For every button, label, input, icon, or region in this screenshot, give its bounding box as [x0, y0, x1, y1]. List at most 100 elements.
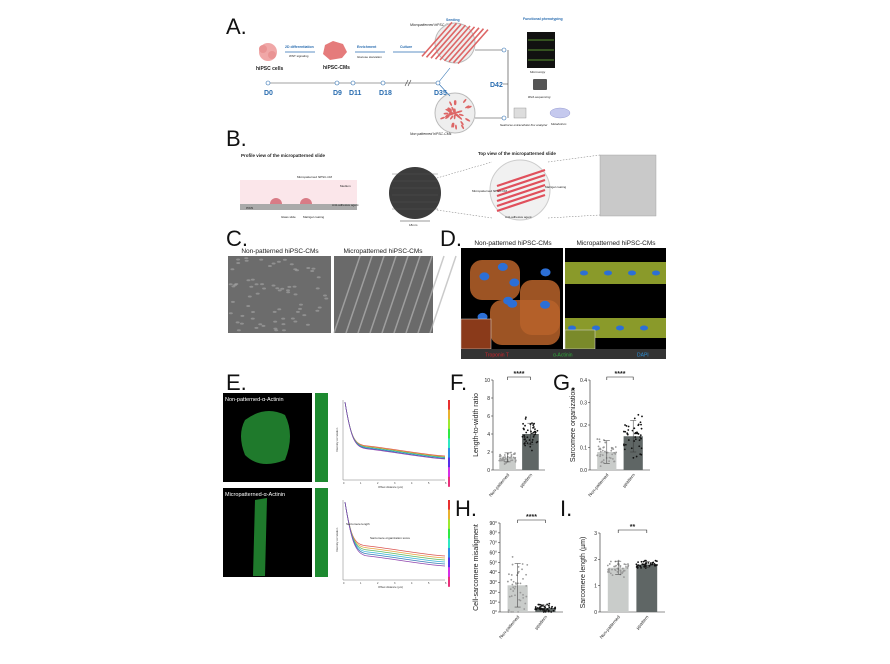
e-cell-shape-2	[253, 498, 267, 576]
dish-stripe	[425, 22, 458, 58]
data-point	[547, 604, 550, 607]
panel-label-b: B.	[226, 126, 247, 151]
error-bar	[630, 420, 637, 453]
data-point	[611, 453, 614, 456]
data-point	[644, 563, 646, 566]
x-tick: 0	[343, 482, 345, 485]
micropattern-stripe	[496, 178, 546, 198]
cell-texture	[280, 287, 285, 290]
data-point	[614, 453, 617, 455]
data-point	[511, 459, 514, 462]
dish-cell	[453, 100, 456, 106]
micropattern-stripe	[496, 173, 546, 193]
cell-texture	[281, 329, 286, 332]
data-point	[531, 441, 534, 444]
dish-cell	[443, 112, 449, 115]
panel-a-workflow: hiPSC cells hiPSC-CMs 2D differentiation…	[256, 17, 571, 136]
data-point	[522, 596, 525, 599]
significance-label: **	[630, 524, 636, 531]
data-point	[536, 429, 539, 432]
micropattern-stripe	[496, 188, 546, 208]
glass-slide	[240, 204, 357, 210]
matrigel-label-top: Matrigel coating	[545, 185, 567, 189]
data-point	[613, 565, 615, 568]
data-point	[640, 447, 643, 450]
data-point	[503, 458, 506, 461]
data-point	[512, 456, 515, 459]
data-point	[622, 567, 624, 570]
nucleus	[628, 270, 636, 276]
data-point	[551, 605, 553, 608]
data-point	[608, 460, 611, 463]
data-point	[598, 438, 601, 441]
data-point	[639, 453, 642, 456]
data-point	[511, 583, 514, 586]
metabolism-label: Metabolism	[551, 122, 567, 126]
data-point	[634, 432, 636, 435]
cell-texture	[250, 317, 255, 320]
cell-texture	[286, 291, 291, 294]
dish-cell	[447, 110, 453, 113]
data-point	[599, 465, 602, 468]
slide-zoom-view	[489, 159, 551, 221]
data-point	[610, 449, 613, 452]
data-point	[514, 460, 517, 463]
dish-cell	[453, 114, 456, 120]
dish-cell	[465, 118, 471, 122]
e-bottom-title: Micropatterned-α-Actinin	[225, 492, 285, 498]
data-point	[596, 454, 599, 457]
correlation-curve	[344, 401, 446, 457]
data-point	[599, 453, 602, 456]
data-point	[627, 565, 629, 568]
top-title: Top view of the micropatterned slide	[478, 151, 556, 156]
cell-texture	[254, 326, 259, 329]
correlation-curve	[344, 501, 446, 561]
data-point	[623, 443, 625, 446]
data-point	[611, 458, 614, 460]
data-point	[598, 440, 601, 443]
data-point	[609, 572, 612, 575]
data-point	[623, 563, 626, 566]
data-point	[508, 595, 511, 598]
dish-cell	[447, 107, 452, 111]
y-tick-label: 1	[594, 583, 597, 589]
dish-cell	[449, 101, 452, 106]
anti-label: Anti-adhesive agent	[332, 203, 359, 207]
data-point	[601, 454, 604, 457]
y-tick-label: 0°	[492, 610, 497, 616]
hipsc-cm-icon	[323, 41, 347, 60]
x-tick: 1	[360, 582, 362, 585]
data-point	[550, 611, 553, 613]
data-point	[525, 431, 528, 434]
y-tick-label: 40°	[489, 570, 497, 576]
data-point	[499, 457, 502, 460]
cell-texture	[260, 283, 265, 286]
error-bar	[643, 561, 650, 569]
data-point	[638, 445, 641, 448]
colorbar-segment	[448, 500, 450, 510]
panel-label-a: A.	[226, 14, 247, 39]
data-point	[536, 607, 539, 609]
nucleus	[652, 270, 660, 276]
dish-stripe	[430, 23, 462, 59]
data-point	[521, 435, 524, 438]
data-point	[637, 433, 640, 435]
timepoint-marker	[334, 80, 340, 86]
data-point	[500, 458, 503, 461]
dish-cell	[463, 98, 467, 103]
cell-texture	[302, 314, 307, 317]
colorbar-segment	[448, 400, 450, 410]
e-top-title: Non-patterned-α-Actinin	[225, 397, 284, 403]
data-point	[503, 463, 506, 465]
error-bar	[504, 452, 511, 463]
data-point	[627, 563, 629, 565]
nucleus	[507, 299, 518, 308]
cell-texture	[275, 287, 280, 290]
cell-texture	[282, 258, 287, 261]
significance-bracket	[517, 519, 546, 523]
y-tick-label: 8	[487, 396, 490, 402]
colorbar-segment	[448, 509, 450, 520]
data-point	[517, 572, 519, 575]
cell-texture	[247, 295, 252, 298]
